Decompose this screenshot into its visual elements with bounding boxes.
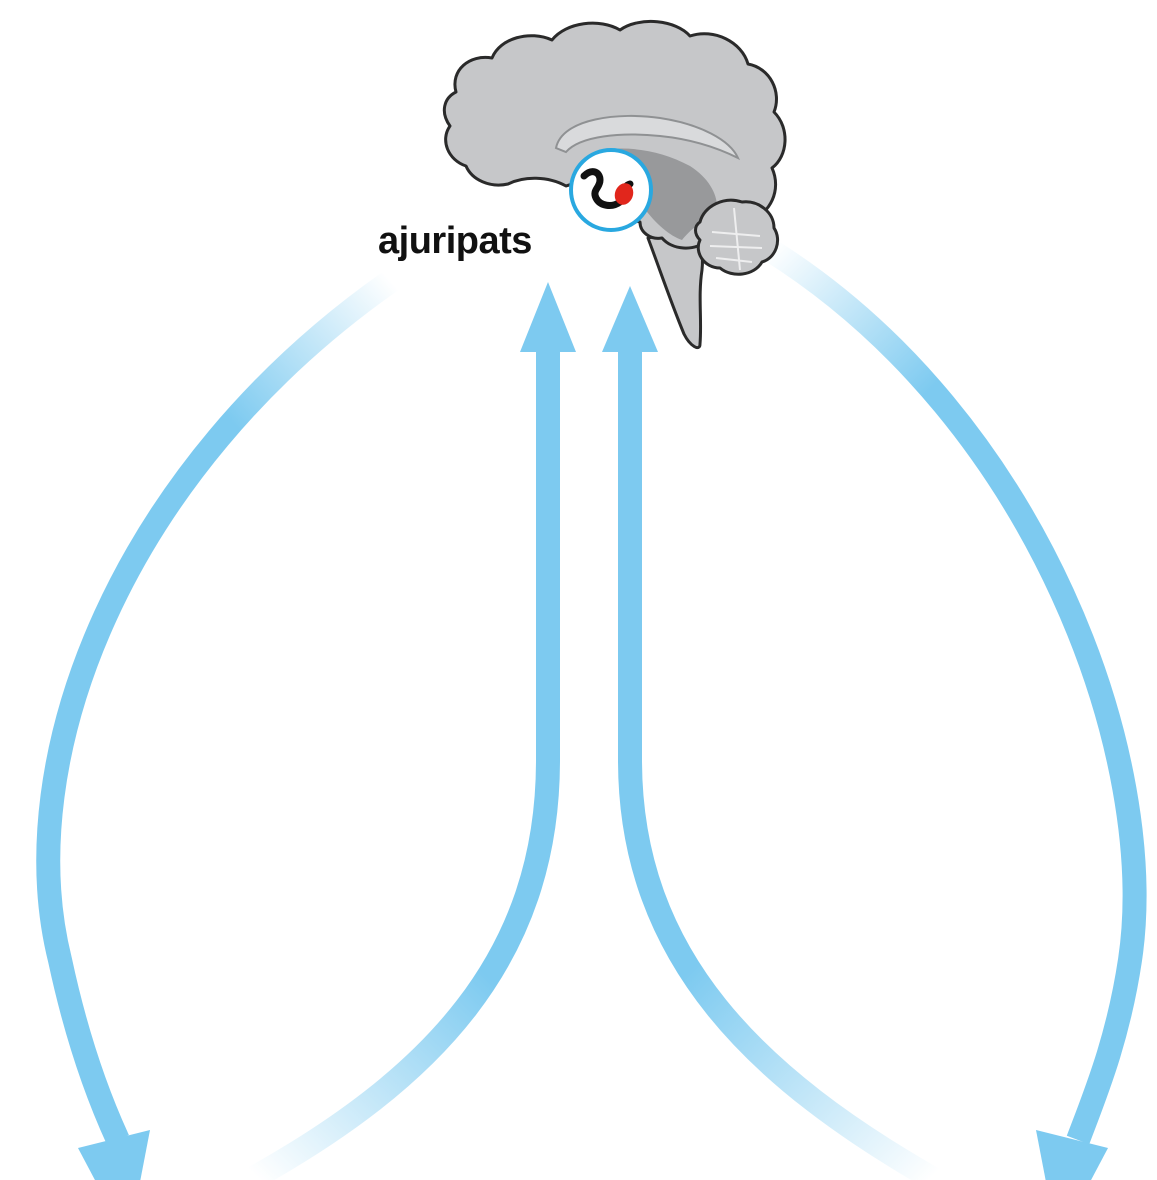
highlight-circle-icon <box>571 150 651 230</box>
arrow-left-inner <box>250 282 576 1180</box>
arrow-right-outer <box>770 250 1135 1180</box>
arrow-left-outer <box>48 280 392 1180</box>
cerebellum <box>696 200 778 274</box>
arrow-right-inner-head <box>602 286 658 352</box>
arrow-left-inner-head <box>520 282 576 352</box>
arrow-right-inner <box>602 286 935 1180</box>
diagram-label: ajuripats <box>378 222 532 260</box>
brain-icon <box>444 21 785 347</box>
